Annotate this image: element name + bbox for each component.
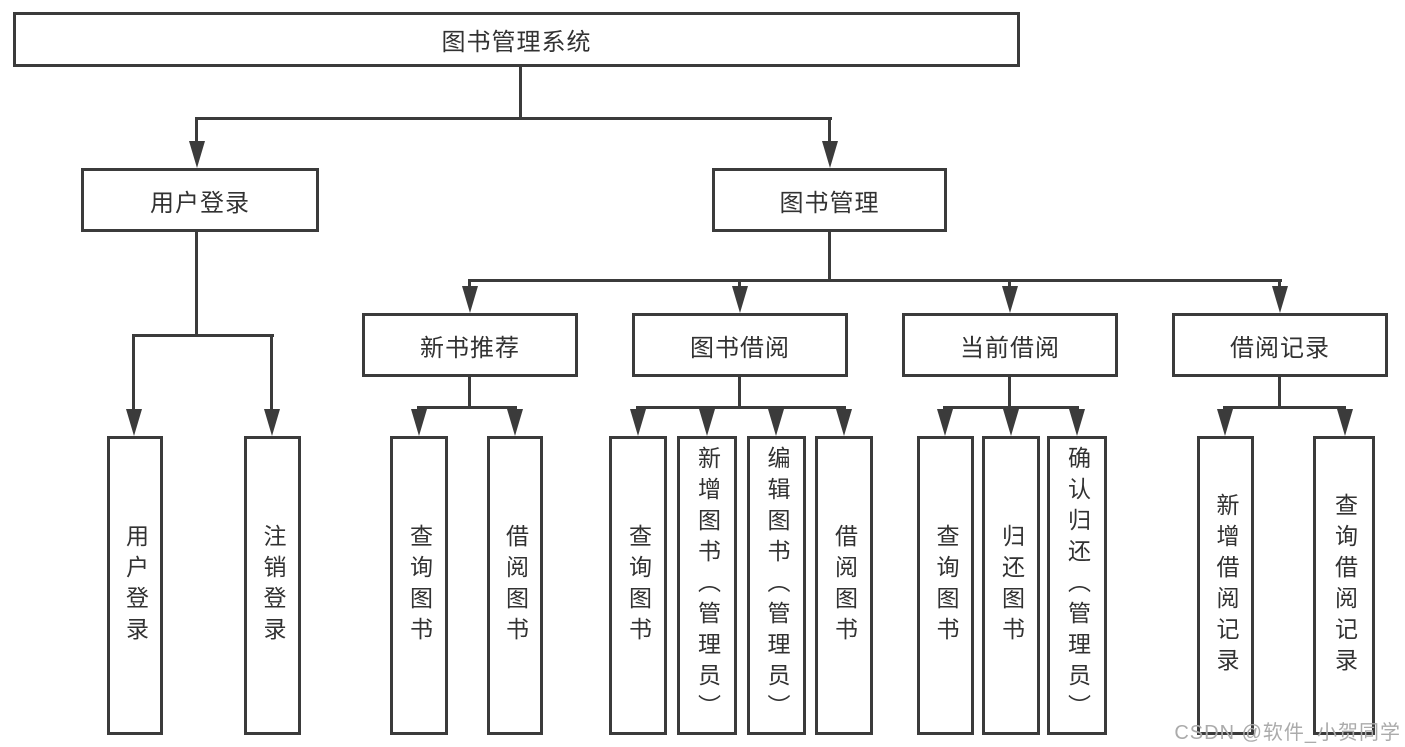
- arrowhead-down-icon: [836, 409, 852, 436]
- arrowhead-down-icon: [1069, 409, 1085, 436]
- connector-vline: [1278, 376, 1281, 407]
- node-borrow-records: 借阅记录: [1172, 313, 1388, 377]
- connector-hline: [417, 406, 517, 409]
- leaf-recommend-borrow-books: 借阅图书: [487, 436, 543, 735]
- leaf-borrow-query-books: 查询图书: [609, 436, 667, 735]
- connector-hline: [468, 279, 1282, 282]
- arrowhead-down-icon: [1337, 409, 1353, 436]
- leaf-current-confirm-return-admin: 确认归还（管理员）: [1047, 436, 1107, 735]
- connector-vline: [519, 66, 522, 118]
- leaf-borrow-add-books-admin: 新增图书（管理员）: [677, 436, 737, 735]
- node-new-book-recommend: 新书推荐: [362, 313, 578, 377]
- arrowhead-down-icon: [1217, 409, 1233, 436]
- leaf-records-add-record: 新增借阅记录: [1197, 436, 1254, 735]
- arrow-shaft: [270, 334, 273, 416]
- arrowhead-down-icon: [126, 409, 142, 436]
- leaf-recommend-query-books: 查询图书: [390, 436, 448, 735]
- connector-vline: [1008, 376, 1011, 407]
- connector-hline: [195, 117, 832, 120]
- arrowhead-down-icon: [1272, 286, 1288, 313]
- connector-vline: [468, 376, 471, 407]
- connector-vline: [195, 231, 198, 335]
- connector-hline: [1223, 406, 1346, 409]
- arrowhead-down-icon: [507, 409, 523, 436]
- arrowhead-down-icon: [1003, 409, 1019, 436]
- leaf-logout: 注销登录: [244, 436, 301, 735]
- csdn-watermark: CSDN @软件_小贺同学: [1174, 722, 1401, 744]
- leaf-borrow-borrow-books: 借阅图书: [815, 436, 873, 735]
- arrowhead-down-icon: [699, 409, 715, 436]
- arrow-shaft: [828, 117, 831, 148]
- node-root-library-system: 图书管理系统: [13, 12, 1020, 67]
- node-book-borrow: 图书借阅: [632, 313, 848, 377]
- node-user-login: 用户登录: [81, 168, 319, 232]
- connector-vline: [738, 376, 741, 407]
- arrowhead-down-icon: [768, 409, 784, 436]
- arrowhead-down-icon: [462, 286, 478, 313]
- leaf-user-login: 用户登录: [107, 436, 163, 735]
- connector-vline: [828, 231, 831, 280]
- arrowhead-down-icon: [732, 286, 748, 313]
- arrowhead-down-icon: [189, 141, 205, 168]
- arrowhead-down-icon: [264, 409, 280, 436]
- arrowhead-down-icon: [822, 141, 838, 168]
- node-current-borrow: 当前借阅: [902, 313, 1118, 377]
- arrowhead-down-icon: [630, 409, 646, 436]
- connector-hline: [636, 406, 846, 409]
- node-book-management: 图书管理: [712, 168, 947, 232]
- arrowhead-down-icon: [411, 409, 427, 436]
- leaf-current-return-books: 归还图书: [982, 436, 1040, 735]
- connector-hline: [132, 334, 274, 337]
- leaf-records-query-record: 查询借阅记录: [1313, 436, 1375, 735]
- leaf-borrow-edit-books-admin: 编辑图书（管理员）: [747, 436, 806, 735]
- arrow-shaft: [195, 117, 198, 148]
- arrowhead-down-icon: [937, 409, 953, 436]
- arrow-shaft: [132, 334, 135, 416]
- arrowhead-down-icon: [1002, 286, 1018, 313]
- leaf-current-query-books: 查询图书: [917, 436, 974, 735]
